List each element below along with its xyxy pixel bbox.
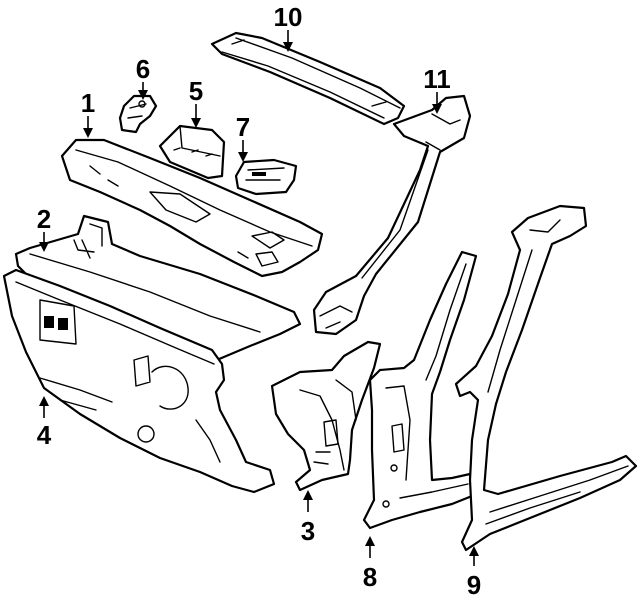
callout-5: 5: [189, 76, 203, 106]
callout-3: 3: [301, 516, 315, 546]
callout-6: 6: [136, 54, 150, 84]
part-8-body-hinge-pillar: [362, 250, 478, 530]
part-6-small-bracket: [118, 94, 158, 134]
part-7-plate-bracket: [234, 158, 298, 196]
callout-4: 4: [37, 420, 52, 450]
part-11-windshield-pillar: [312, 94, 472, 336]
part-5-bracket: [158, 124, 226, 180]
callout-9: 9: [467, 570, 481, 600]
callout-8: 8: [363, 562, 377, 592]
callout-leaders: [39, 30, 479, 566]
callout-2: 2: [37, 204, 51, 234]
callout-1: 1: [81, 88, 95, 118]
part-10-roof-header: [210, 31, 406, 126]
part-1-cowl-vent-panel: [60, 138, 324, 278]
part-3-hinge-pillar-panel: [270, 340, 382, 492]
part-9-pillar-rocker-panel: [454, 204, 638, 552]
callout-11: 11: [423, 64, 451, 94]
part-4-dash-panel: [2, 268, 276, 494]
callout-7: 7: [236, 112, 250, 142]
callout-10: 10: [274, 2, 303, 32]
